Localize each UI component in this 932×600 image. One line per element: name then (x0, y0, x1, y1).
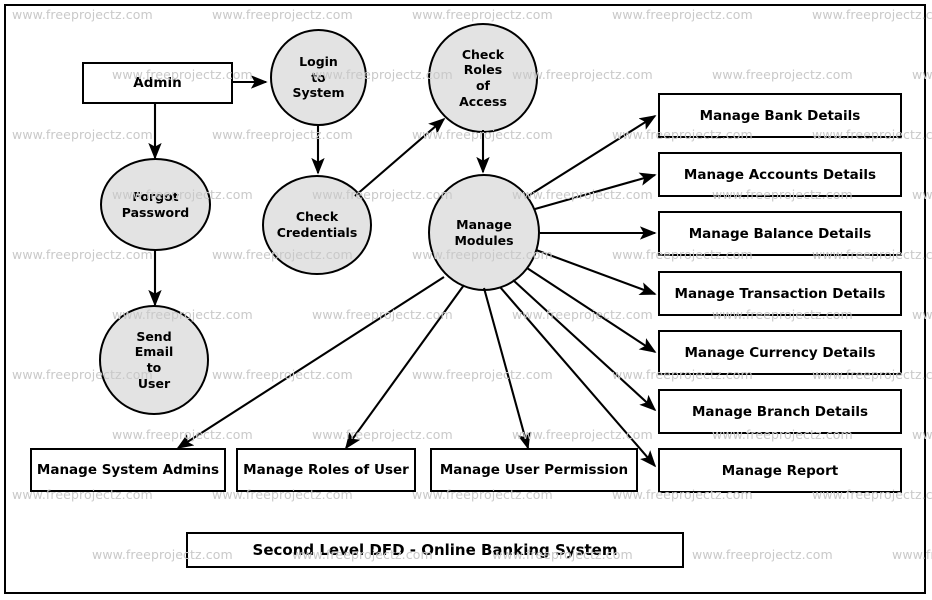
module-manage-roles-of-user-label: Manage Roles of User (243, 462, 409, 478)
process-login-to-system-line-1: Login (299, 54, 338, 70)
process-check-roles-line-2: Roles (463, 62, 503, 78)
process-forgot-password[interactable]: Forgot Password (100, 158, 211, 251)
process-login-to-system[interactable]: Login to System (270, 29, 367, 126)
module-manage-user-permission-label: Manage User Permission (439, 462, 629, 478)
process-send-email-line-3: to (146, 360, 162, 375)
process-login-to-system-line-3: System (292, 85, 345, 101)
diagram-title-box: Second Level DFD - Online Banking System (186, 532, 684, 568)
process-check-roles-of-access[interactable]: Check Roles of Access (428, 23, 538, 133)
process-manage-modules[interactable]: Manage Modules (428, 174, 540, 291)
module-manage-transaction-details[interactable]: Manage Transaction Details (658, 271, 902, 316)
module-manage-currency-details[interactable]: Manage Currency Details (658, 330, 902, 375)
process-check-credentials-line-1: Check (295, 209, 339, 225)
entity-admin-label: Admin (133, 75, 182, 91)
process-manage-modules-line-2: Modules (454, 232, 514, 248)
module-manage-report-label: Manage Report (721, 462, 839, 479)
entity-admin[interactable]: Admin (82, 62, 233, 104)
module-manage-accounts-details[interactable]: Manage Accounts Details (658, 152, 902, 197)
module-manage-branch-details-label: Manage Branch Details (692, 403, 868, 420)
module-manage-balance-details-label: Manage Balance Details (688, 225, 872, 242)
process-check-credentials[interactable]: Check Credentials (262, 175, 372, 275)
module-manage-branch-details[interactable]: Manage Branch Details (658, 389, 902, 434)
module-manage-balance-details[interactable]: Manage Balance Details (658, 211, 902, 256)
process-send-email-line-1: Send (136, 328, 172, 344)
module-manage-report[interactable]: Manage Report (658, 448, 902, 493)
module-manage-bank-details-label: Manage Bank Details (699, 107, 861, 124)
diagram-outer-border (4, 4, 926, 594)
process-check-credentials-line-2: Credentials (276, 225, 358, 240)
process-check-roles-line-3: of (475, 78, 490, 93)
module-manage-system-admins[interactable]: Manage System Admins (30, 448, 226, 492)
process-send-email-line-2: Email (134, 344, 174, 360)
process-login-to-system-line-2: to (311, 69, 326, 85)
module-manage-currency-details-label: Manage Currency Details (684, 344, 876, 361)
diagram-title: Second Level DFD - Online Banking System (252, 541, 618, 559)
process-forgot-password-line-1: Forgot (132, 188, 179, 204)
module-manage-accounts-details-label: Manage Accounts Details (683, 166, 877, 183)
process-manage-modules-line-1: Manage (456, 216, 512, 232)
module-manage-system-admins-label: Manage System Admins (36, 462, 220, 478)
module-manage-user-permission[interactable]: Manage User Permission (430, 448, 638, 492)
process-send-email-to-user[interactable]: Send Email to User (99, 305, 209, 415)
process-forgot-password-line-2: Password (121, 204, 190, 220)
process-check-roles-line-1: Check (461, 46, 505, 62)
process-check-roles-line-4: Access (459, 93, 507, 109)
module-manage-transaction-details-label: Manage Transaction Details (674, 285, 886, 302)
process-send-email-line-4: User (137, 375, 171, 391)
module-manage-roles-of-user[interactable]: Manage Roles of User (236, 448, 416, 492)
module-manage-bank-details[interactable]: Manage Bank Details (658, 93, 902, 138)
